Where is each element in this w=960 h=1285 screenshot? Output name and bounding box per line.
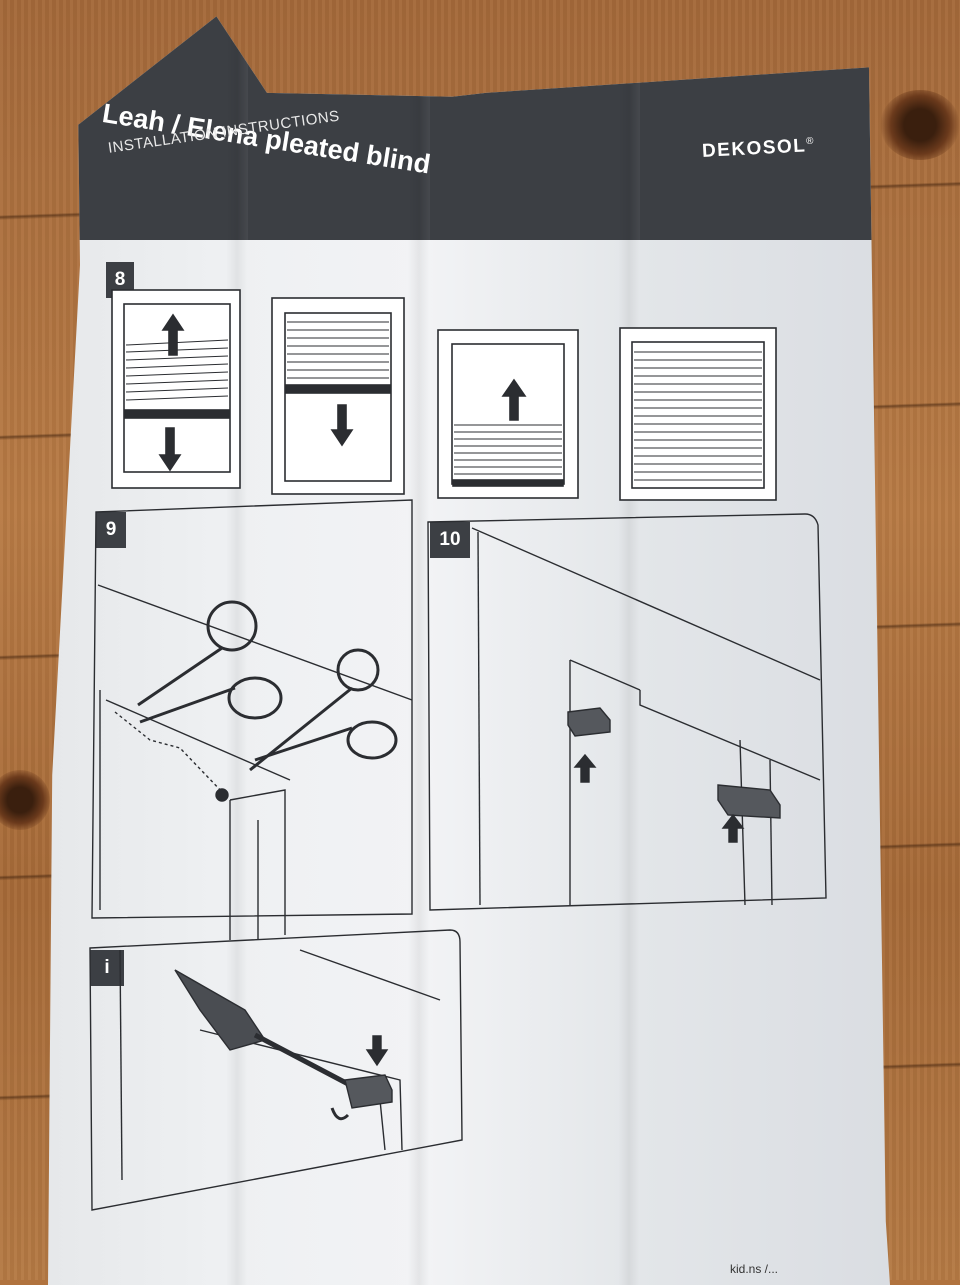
step-9-frame <box>91 499 413 940</box>
arrow-up-icon <box>161 313 185 356</box>
arrow-up-icon <box>573 753 597 783</box>
mounting-bracket <box>717 784 781 819</box>
info-frame <box>89 929 463 1211</box>
scissors-icon <box>137 600 283 724</box>
step-badge-10: 10 <box>430 522 470 558</box>
step-8-illustrations <box>111 289 777 501</box>
arrow-up-icon <box>721 813 745 843</box>
step-10-frame <box>427 513 827 911</box>
window-panel-4 <box>619 327 777 501</box>
window-panel-1 <box>111 289 241 489</box>
step-badge-9: 9 <box>96 512 126 548</box>
rotate-arrow-icon <box>330 1107 350 1121</box>
wood-knot <box>0 770 50 830</box>
arrow-down-icon <box>158 427 182 472</box>
info-badge: i <box>90 950 124 986</box>
paper-fold <box>408 16 430 1285</box>
arrow-down-icon <box>365 1035 389 1067</box>
window-panel-3 <box>437 329 579 499</box>
scissors-icon <box>249 648 398 772</box>
arrow-down-icon <box>330 404 354 447</box>
instruction-sheet <box>48 16 890 1285</box>
arrow-up-icon <box>501 378 527 421</box>
mounting-bracket <box>344 1074 393 1109</box>
window-panel-2 <box>271 297 405 495</box>
mounting-bracket <box>567 707 611 737</box>
footer-text: kid.ns /... <box>730 1262 779 1276</box>
wood-knot <box>880 90 960 160</box>
screwdriver-icon <box>174 969 352 1088</box>
